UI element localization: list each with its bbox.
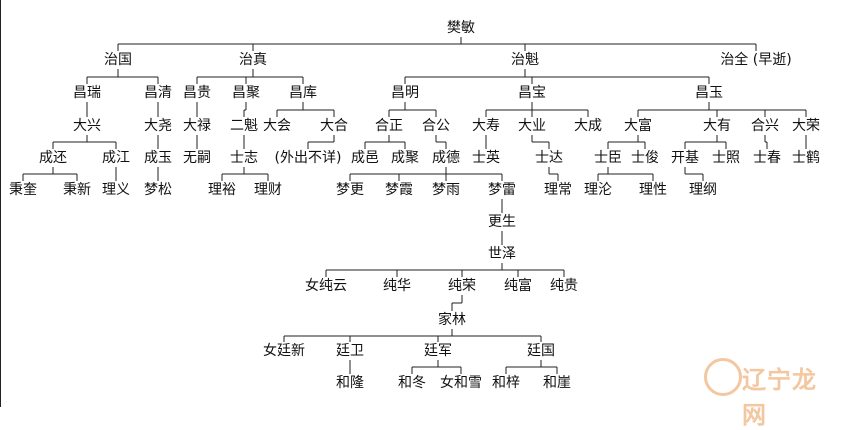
- node-chengyi: 成邑: [350, 149, 380, 167]
- node-chunhua: 纯华: [382, 277, 412, 295]
- node-chunfu: 纯富: [503, 277, 533, 295]
- watermark-text: 辽宁龙网: [742, 365, 817, 429]
- node-dahe: 大合: [319, 117, 349, 135]
- node-hedong: 和冬: [397, 374, 427, 392]
- node-nvtingxin: 女廷新: [262, 342, 306, 360]
- node-changju: 昌聚: [231, 84, 261, 102]
- node-ligang: 理纲: [688, 181, 718, 199]
- node-menggeng: 梦更: [335, 181, 365, 199]
- node-zhizhen: 治真: [238, 51, 268, 69]
- node-shize: 世泽: [487, 245, 517, 263]
- node-bingxin: 秉新: [62, 181, 92, 199]
- node-zhiguo: 治国: [103, 51, 133, 69]
- node-lichang: 理常: [543, 181, 573, 199]
- node-changyu: 昌玉: [694, 84, 724, 102]
- node-shichun: 士春: [752, 149, 782, 167]
- node-waichu: (外出不详): [273, 149, 343, 167]
- node-menglei: 梦雷: [487, 181, 517, 199]
- node-changming: 昌明: [390, 84, 420, 102]
- node-shijun: 士俊: [630, 149, 660, 167]
- node-dayou: 大有: [702, 117, 732, 135]
- node-shiying: 士英: [471, 149, 501, 167]
- node-changgui: 昌贵: [182, 84, 212, 102]
- node-helong: 和隆: [335, 374, 365, 392]
- node-changrui: 昌瑞: [72, 84, 102, 102]
- node-nvchunyun: 女纯云: [304, 277, 348, 295]
- node-chungui: 纯贵: [549, 277, 579, 295]
- node-daye: 大业: [517, 117, 547, 135]
- node-bingkui: 秉奎: [8, 181, 38, 199]
- node-chengjiang: 成江: [101, 149, 131, 167]
- node-daxing: 大兴: [72, 117, 102, 135]
- node-gengsheng: 更生: [487, 213, 517, 231]
- node-mengyu: 梦雨: [431, 181, 461, 199]
- node-dashou: 大寿: [471, 117, 501, 135]
- node-heya: 和崖: [542, 374, 572, 392]
- node-dafu: 大富: [623, 117, 653, 135]
- node-hezheng: 合正: [374, 117, 404, 135]
- node-lixing: 理性: [638, 181, 668, 199]
- node-tingwei: 廷卫: [335, 342, 365, 360]
- node-chunrong: 纯荣: [447, 277, 477, 295]
- node-zhikui: 治魁: [510, 51, 540, 69]
- node-chengyu: 成玉: [143, 149, 173, 167]
- node-chengde: 成德: [431, 149, 461, 167]
- node-darong: 大荣: [791, 117, 821, 135]
- node-hexing: 合兴: [750, 117, 780, 135]
- node-changqing: 昌清: [143, 84, 173, 102]
- node-dahui: 大会: [262, 117, 292, 135]
- site-watermark: 辽宁龙网: [702, 356, 832, 429]
- node-tingjun: 廷军: [423, 342, 453, 360]
- node-lilun: 理沦: [583, 181, 613, 199]
- node-dayao: 大尧: [143, 117, 173, 135]
- node-licai: 理财: [253, 181, 283, 199]
- node-changbao: 昌宝: [517, 84, 547, 102]
- watermark-seal-icon: [704, 358, 742, 396]
- node-shizhao: 士照: [711, 149, 741, 167]
- node-hezi: 和梓: [491, 374, 521, 392]
- node-erkui: 二魁: [229, 117, 259, 135]
- node-dalu: 大禄: [182, 117, 212, 135]
- node-shihe: 士鹤: [791, 149, 821, 167]
- node-dacheng: 大成: [573, 117, 603, 135]
- node-chengju: 成聚: [390, 149, 420, 167]
- node-chenghuan: 成还: [38, 149, 68, 167]
- node-zhiquan: 治全 (早逝): [719, 51, 793, 69]
- tree-connectors: [0, 0, 807, 407]
- node-shichen: 士臣: [593, 149, 623, 167]
- node-shizhi: 士志: [229, 149, 259, 167]
- node-mengsong: 梦松: [143, 181, 173, 199]
- node-jialin: 家林: [437, 311, 467, 329]
- node-shida: 士达: [534, 149, 564, 167]
- node-kaiji: 开基: [670, 149, 700, 167]
- node-liyi: 理义: [101, 181, 131, 199]
- node-hegong: 合公: [421, 117, 451, 135]
- node-mengxia: 梦霞: [384, 181, 414, 199]
- node-wusi: 无嗣: [182, 149, 212, 167]
- node-liyu: 理裕: [207, 181, 237, 199]
- node-tingguo: 廷国: [526, 342, 556, 360]
- node-nvhexue: 女和雪: [439, 374, 483, 392]
- node-root: 樊敏: [446, 19, 476, 37]
- node-changku: 昌库: [288, 84, 318, 102]
